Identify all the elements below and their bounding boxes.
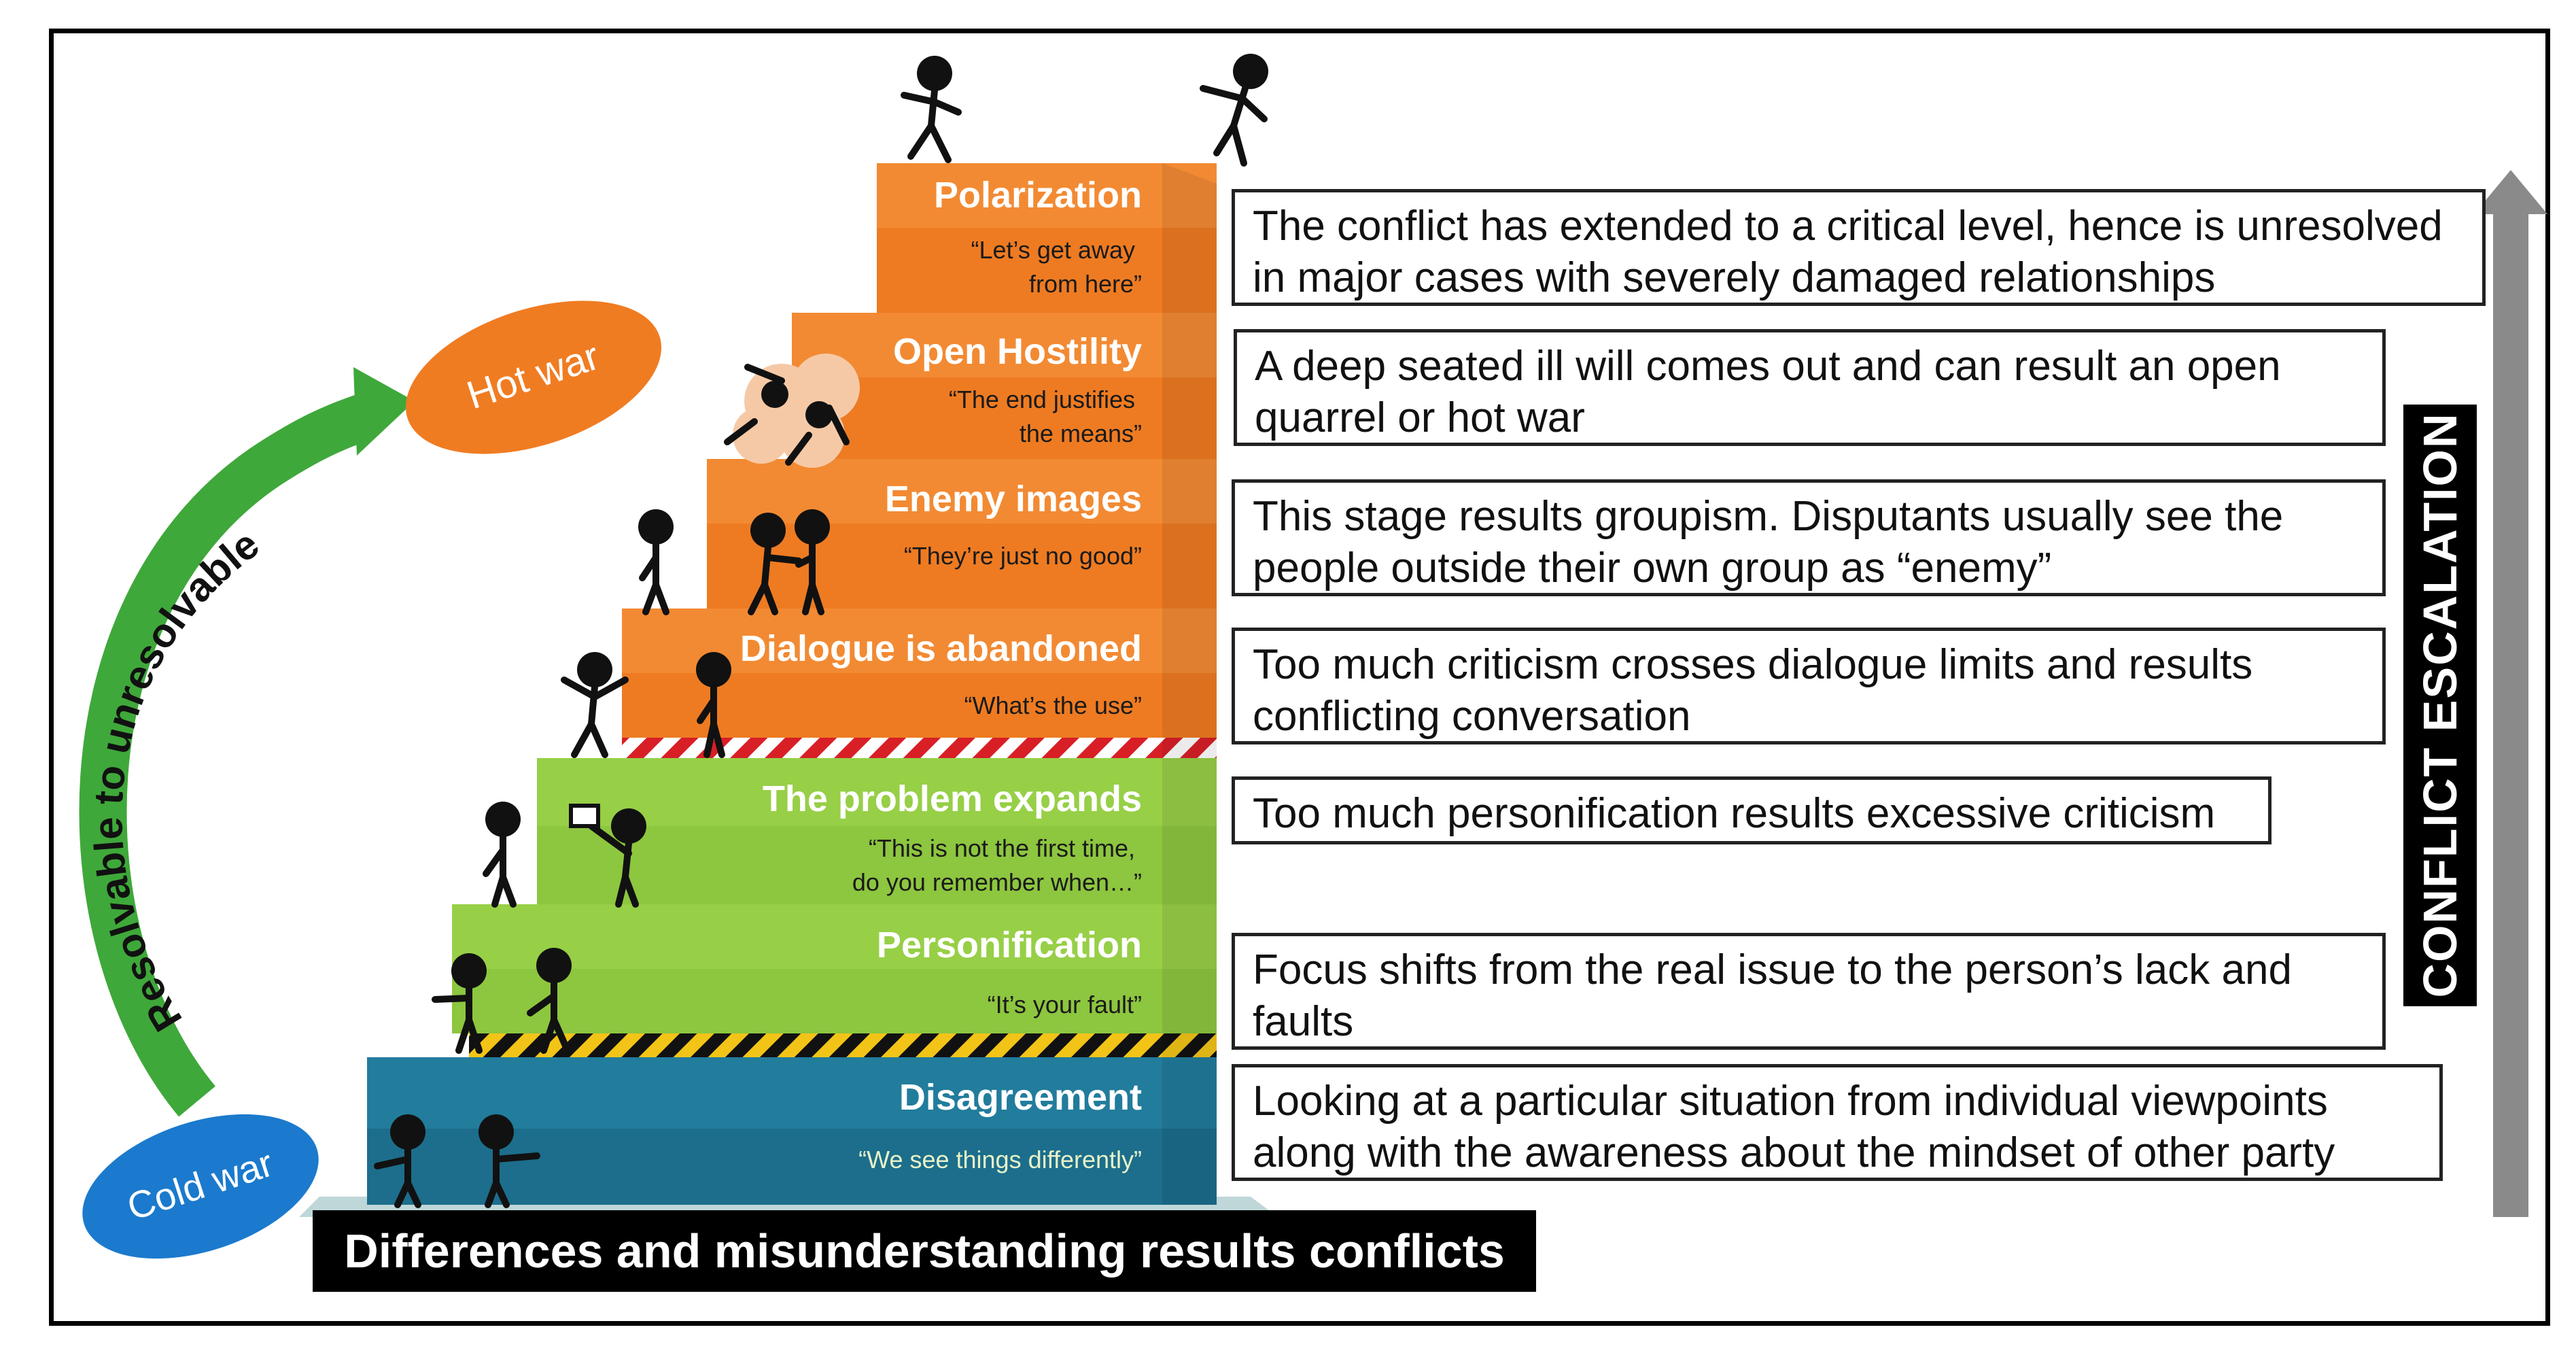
description-problem-expands: Too much personification results excessi…: [1232, 776, 2272, 844]
conflict-escalation-text: CONFLICT ESCALATION: [2414, 412, 2467, 998]
stage-quote-disagreement: “We see things differently”: [858, 1146, 1142, 1174]
stair-personification-title-band: [452, 904, 1217, 969]
hot-war-oval: [405, 301, 662, 454]
stage-quote-problem-expands: “This is not the first time, do you reme…: [852, 834, 1142, 896]
figure-icon: [374, 1114, 425, 1208]
curve-arrow-green-head: [353, 367, 415, 456]
stage-title-enemy-images: Enemy images: [885, 479, 1142, 519]
stage-title-polarization: Polarization: [934, 175, 1142, 216]
stage-quote-polarization: “Let’s get away from here”: [971, 236, 1143, 298]
stair-disagreement-title-band: [367, 1057, 1217, 1129]
stair-problem-expands-title-band: [537, 758, 1217, 826]
bottom-caption: Differences and misunderstanding results…: [313, 1210, 1536, 1292]
stair-open-hostility-title-band: [792, 313, 1217, 377]
figure-icon: [569, 804, 646, 908]
conflict-escalation-label: CONFLICT ESCALATION: [2403, 405, 2477, 1006]
figure-icon: [483, 802, 521, 908]
stage-quote-personification: “It’s your fault”: [988, 991, 1142, 1018]
description-enemy-images: This stage results groupism. Disputants …: [1232, 479, 2386, 596]
stage-quote-open-hostility-line2: the means”: [1020, 419, 1142, 447]
stage-quote-polarization-line2: from here”: [1029, 270, 1142, 298]
figure-icon: [1200, 54, 1268, 167]
stage-title-open-hostility: Open Hostility: [893, 331, 1142, 372]
figure-icon: [795, 509, 830, 615]
figure-icon: [432, 953, 487, 1054]
stair-polarization-title-band: [877, 163, 1217, 228]
stage-quote-problem-expands-line1: “This is not the first time,: [869, 834, 1135, 862]
hazard-stripe-yellow: [469, 1033, 1217, 1057]
figure-icon: [901, 56, 962, 163]
figure-icon: [527, 948, 572, 1054]
curve-label: Resolvable to unresolvable: [85, 521, 267, 1039]
stage-quote-open-hostility: “The end justifies the means”: [949, 386, 1142, 447]
stairs-right-face: [1162, 163, 1217, 1205]
figure-icon: [748, 513, 802, 615]
curve-arrow-green: [79, 393, 375, 1117]
figure-icon: [638, 509, 674, 615]
stick-figures: [374, 54, 1268, 1208]
escalation-arrow-head: [2474, 170, 2547, 214]
stage-quote-enemy-images: “They’re just no good”: [904, 542, 1142, 570]
escalation-arrow-shaft: [2493, 211, 2528, 1217]
figure-icon: [478, 1114, 540, 1208]
description-dialogue-abandoned: Too much criticism crosses dialogue limi…: [1232, 628, 2386, 744]
figure-icon: [561, 652, 629, 758]
description-polarization: The conflict has extended to a critical …: [1232, 189, 2486, 306]
stage-quote-problem-expands-line2: do you remember when…”: [852, 868, 1142, 896]
stage-quote-open-hostility-line1: “The end justifies: [949, 386, 1135, 413]
description-disagreement: Looking at a particular situation from i…: [1232, 1064, 2443, 1181]
description-personification: Focus shifts from the real issue to the …: [1232, 933, 2386, 1050]
stage-title-personification: Personification: [877, 925, 1142, 965]
stage-title-problem-expands: The problem expands: [763, 778, 1142, 819]
fight-cloud-icon: [724, 354, 860, 468]
stage-title-dialogue-abandoned: Dialogue is abandoned: [740, 628, 1142, 669]
description-open-hostility: A deep seated ill will comes out and can…: [1234, 329, 2386, 446]
stage-quote-polarization-line1: “Let’s get away: [971, 236, 1135, 264]
stage-title-disagreement: Disagreement: [899, 1077, 1142, 1118]
stage-quote-dialogue-abandoned: “What’s the use”: [964, 691, 1142, 719]
figure-icon: [696, 652, 731, 758]
stair-enemy-images-title-band: [707, 459, 1217, 524]
cold-war-oval: [82, 1114, 319, 1259]
